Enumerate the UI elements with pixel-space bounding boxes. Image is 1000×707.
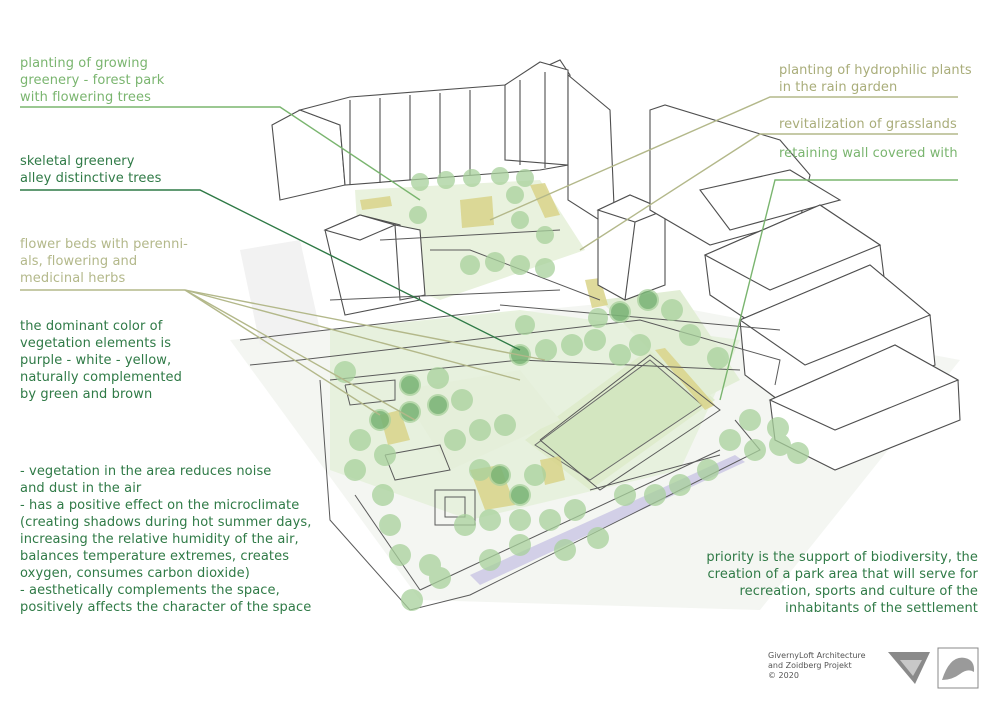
note-line: als, flowering and — [20, 254, 138, 269]
note-line: - vegetation in the area reduces noise — [20, 464, 272, 479]
credit-line: GivernyLoft Architecture — [768, 651, 866, 660]
note-line: creation of a park area that will serve … — [707, 567, 978, 582]
note-line: purple - white - yellow, — [20, 353, 172, 368]
note-line: naturally complemented — [20, 370, 182, 385]
note-priority: priority is the support of biodiversity,… — [706, 549, 978, 617]
note-line: retaining wall covered with — [779, 146, 958, 161]
note-skeletal-greenery: skeletal greenery alley distinctive tree… — [20, 153, 162, 187]
triangle-logo — [888, 652, 930, 684]
leader-lines — [20, 96, 958, 421]
credit-line: and Zoidberg Projekt — [768, 661, 852, 670]
note-line: with flowering trees — [20, 90, 151, 105]
note-dominant-color: the dominant color of vegetation element… — [20, 318, 182, 403]
note-line: recreation, sports and culture of the — [739, 584, 978, 599]
note-retaining-wall: retaining wall covered with — [779, 145, 958, 162]
note-line: - aesthetically complements the space, — [20, 583, 280, 598]
note-line: and dust in the air — [20, 481, 142, 496]
site-outline — [239, 229, 781, 611]
note-line: by green and brown — [20, 387, 153, 402]
note-line: inhabitants of the settlement — [785, 601, 978, 616]
note-line: positively affects the character of the … — [20, 600, 312, 615]
leader-flower-beds-2 — [184, 289, 381, 416]
note-forest-park: planting of growing greenery - forest pa… — [20, 55, 164, 106]
leader-hydrophilic — [489, 96, 958, 221]
leader-flower-beds-3 — [184, 289, 521, 381]
note-line: the dominant color of — [20, 319, 163, 334]
leader-retaining-wall — [719, 179, 958, 401]
note-line: increasing the relative humidity of the … — [20, 532, 299, 547]
note-benefits: - vegetation in the area reduces noise a… — [20, 463, 312, 616]
credits: GivernyLoft Architecture and Zoidberg Pr… — [768, 651, 866, 681]
note-line: vegetation elements is — [20, 336, 172, 351]
buildings — [271, 59, 961, 471]
leader-flower-beds-4 — [184, 289, 546, 361]
note-line: flower beds with perenni- — [20, 237, 188, 252]
note-hydrophilic: planting of hydrophilic plants in the ra… — [779, 62, 972, 96]
zoidberg-logo — [937, 647, 979, 689]
note-line: skeletal greenery — [20, 154, 135, 169]
note-line: - has a positive effect on the microclim… — [20, 498, 300, 513]
note-grasslands: revitalization of grasslands — [779, 116, 957, 133]
note-line: (creating shadows during hot summer days… — [20, 515, 312, 530]
note-line: revitalization of grasslands — [779, 117, 957, 132]
note-line: planting of growing — [20, 56, 148, 71]
leader-grasslands — [579, 133, 958, 251]
leader-skeletal — [20, 189, 521, 351]
note-line: oxygen, consumes carbon dioxide) — [20, 566, 250, 581]
note-flower-beds: flower beds with perenni- als, flowering… — [20, 236, 188, 287]
note-line: balances temperature extremes, creates — [20, 549, 290, 564]
note-line: priority is the support of biodiversity,… — [706, 550, 978, 565]
note-line: greenery - forest park — [20, 73, 165, 88]
credit-line: © 2020 — [768, 671, 799, 680]
note-line: planting of hydrophilic plants — [779, 63, 972, 78]
note-line: in the rain garden — [779, 80, 898, 95]
note-line: alley distinctive trees — [20, 171, 162, 186]
leader-forest-park — [20, 106, 421, 201]
note-line: medicinal herbs — [20, 271, 126, 286]
